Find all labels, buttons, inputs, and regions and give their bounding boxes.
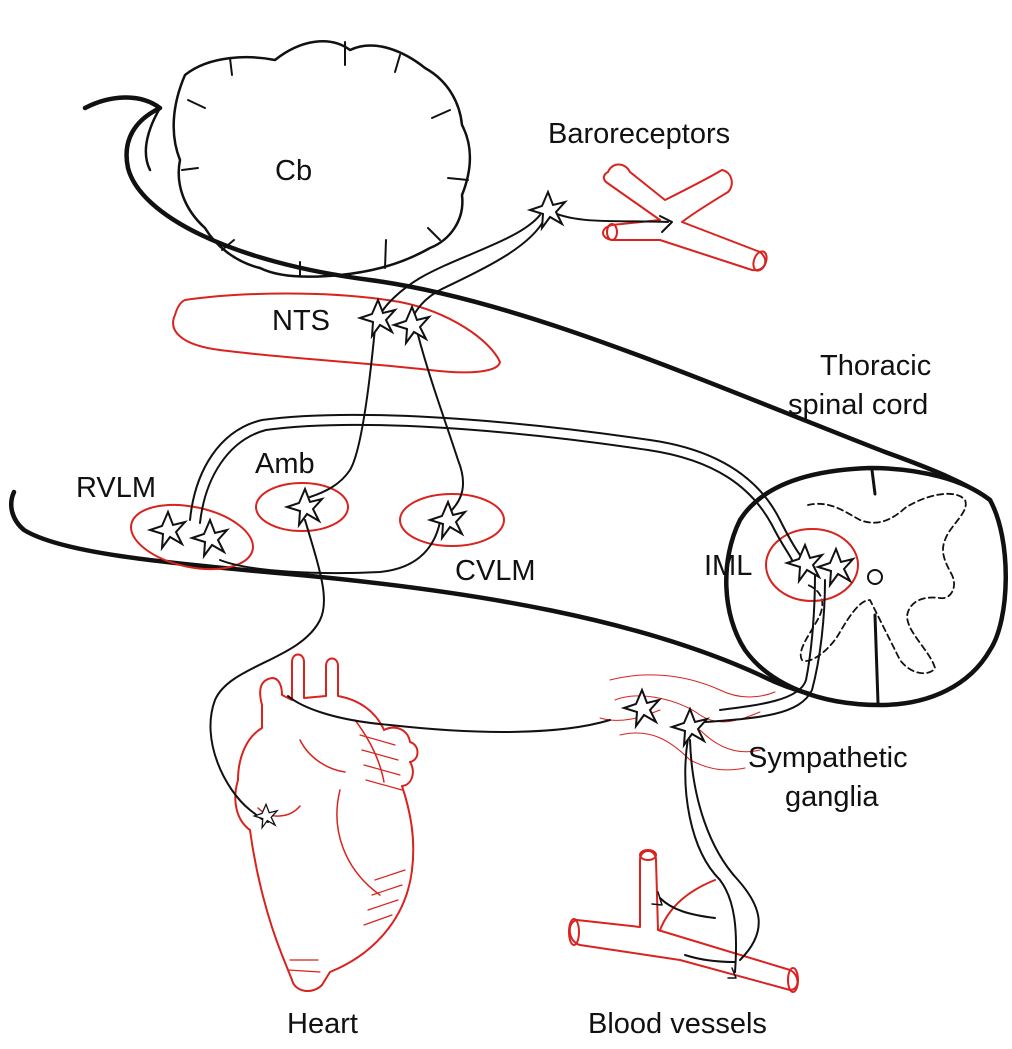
thoracic-label-line2: spinal cord <box>788 389 928 421</box>
rvlm-neuron-1 <box>146 509 188 552</box>
heart-neuron <box>252 802 279 830</box>
spinal-cord-section <box>724 465 1008 708</box>
sympathetic-label-line2: ganglia <box>785 781 879 813</box>
rvlm-neuron-2 <box>188 517 230 560</box>
heart-label: Heart <box>287 1008 358 1040</box>
baroreceptors-label: Baroreceptors <box>548 118 730 150</box>
sympathetic-ganglia-fibers <box>599 674 776 771</box>
rvlm-label: RVLM <box>76 472 156 504</box>
amb-neuron <box>283 486 325 529</box>
neurons <box>146 189 856 830</box>
cb-label: Cb <box>275 155 312 187</box>
cvlm-label: CVLM <box>455 555 536 587</box>
thoracic-label-line1: Thoracic <box>820 350 931 382</box>
rvlm-nucleus <box>130 503 254 571</box>
iml-nucleus <box>765 528 859 602</box>
blood-vessels-label: Blood vessels <box>588 1008 767 1040</box>
heart-illustration <box>234 653 419 992</box>
baroreceptor-neuron <box>526 189 568 232</box>
neural-pathways <box>189 209 826 979</box>
ganglion-neuron-2 <box>668 706 710 749</box>
iml-neuron-1 <box>783 542 825 585</box>
cerebellum <box>144 40 472 278</box>
amb-nucleus <box>255 482 349 532</box>
nts-neuron-1 <box>356 297 398 340</box>
blood-vessels-illustration <box>568 849 799 993</box>
nts-region <box>172 292 501 374</box>
baroreceptor-artery <box>602 163 768 272</box>
nts-label: NTS <box>272 305 330 337</box>
cvlm-nucleus <box>399 493 505 547</box>
labels: Cb Baroreceptors NTS Thoracic spinal cor… <box>76 118 931 1040</box>
sympathetic-label-line1: Sympathetic <box>748 742 908 774</box>
cvlm-neuron <box>426 499 468 542</box>
brainstem-outline <box>9 95 993 697</box>
iml-neuron-2 <box>814 546 856 589</box>
iml-label: IML <box>704 550 752 582</box>
amb-label: Amb <box>255 448 315 480</box>
nts-neuron-2 <box>390 304 432 347</box>
ganglion-neuron-1 <box>620 687 662 730</box>
